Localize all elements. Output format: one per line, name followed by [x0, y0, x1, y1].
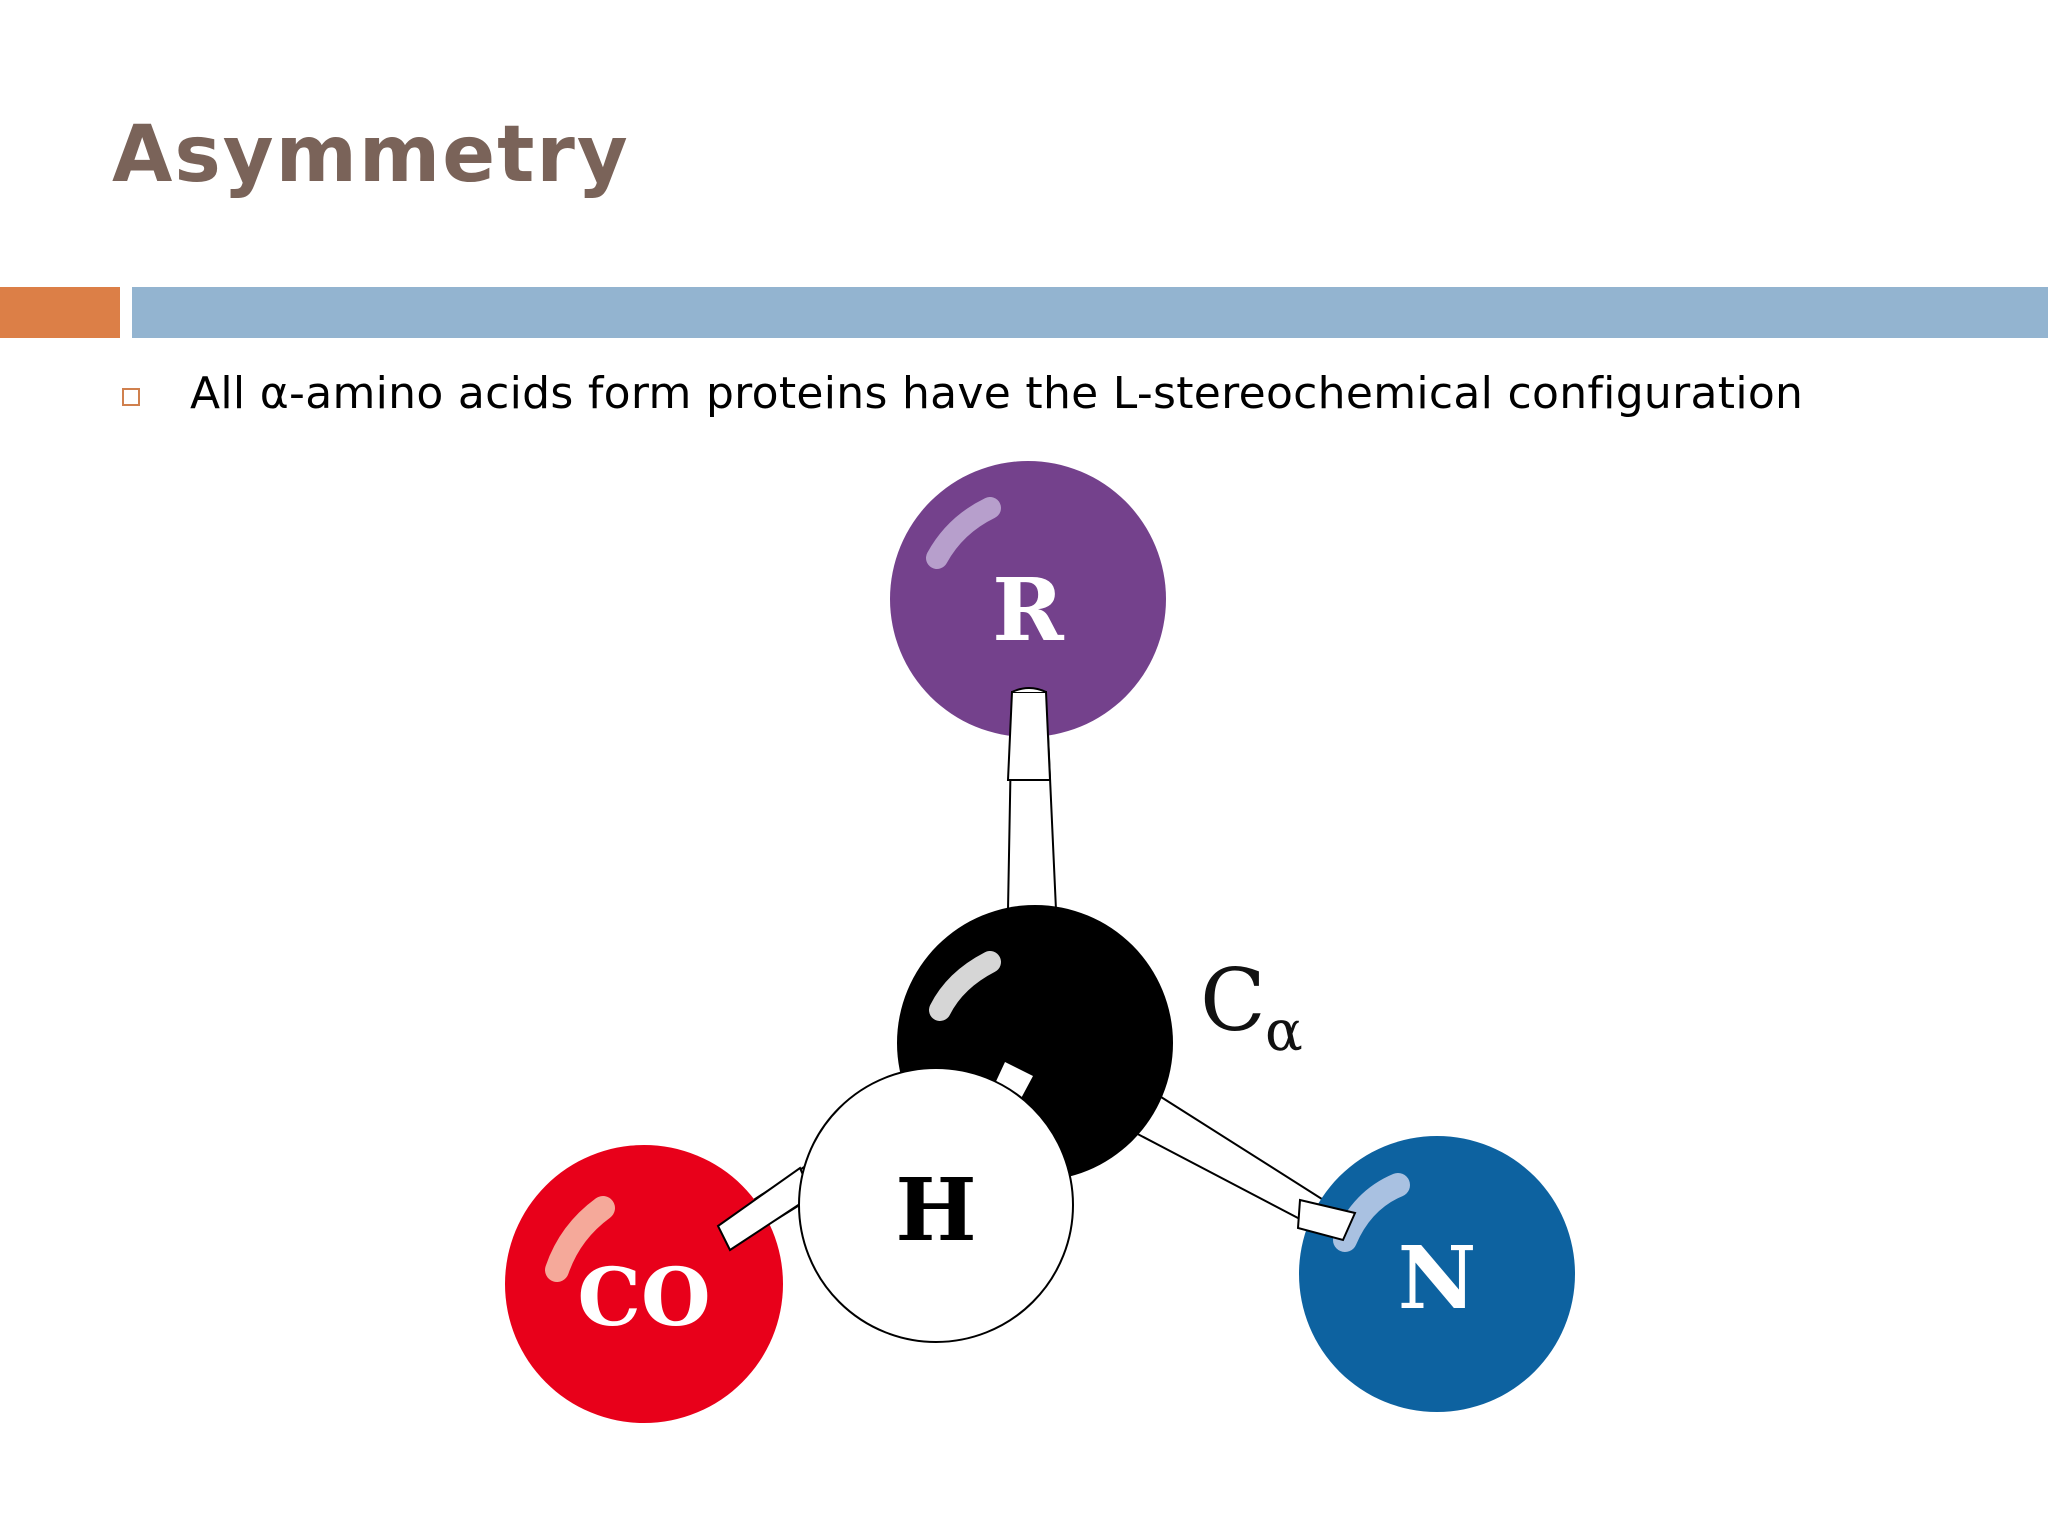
atom-r-label: R: [992, 560, 1064, 661]
c-alpha-label: C α: [1200, 951, 1303, 1064]
atom-n-label: N: [1398, 1228, 1477, 1329]
accent-bar-orange: [0, 287, 120, 338]
atom-co: CO: [505, 1145, 814, 1423]
bullet-text: All α-amino acids form proteins have the…: [190, 368, 1804, 419]
slide-title: Asymmetry: [112, 110, 630, 200]
accent-bar-blue: [132, 287, 2048, 338]
c-alpha-sub: α: [1265, 999, 1303, 1064]
square-bullet-icon: [122, 387, 140, 406]
atom-h: H: [798, 1067, 1074, 1343]
c-alpha-main: C: [1200, 951, 1266, 1051]
bullet-item: All α-amino acids form proteins have the…: [122, 368, 1803, 419]
atom-r: R: [890, 461, 1166, 781]
atom-n: N: [1296, 1136, 1575, 1412]
atom-h-label: H: [895, 1160, 976, 1261]
atom-co-label: CO: [577, 1250, 710, 1344]
